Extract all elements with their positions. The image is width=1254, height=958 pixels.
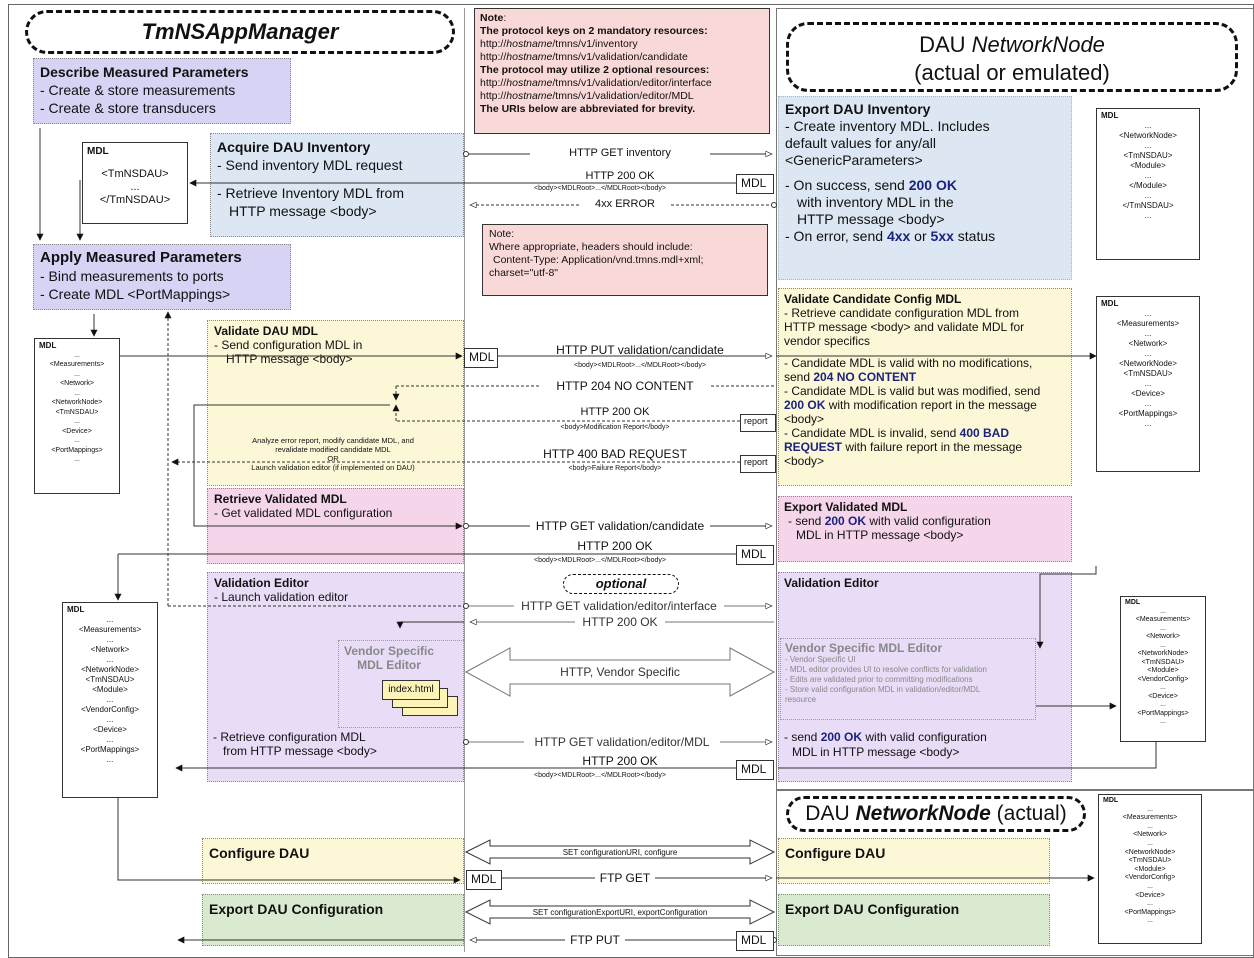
configure-dau-right: Configure DAU bbox=[778, 838, 1050, 884]
msg-200-ok-modification-body: <body>Modification Report</body> bbox=[560, 424, 670, 431]
msg-200-ok-interface: HTTP 200 OK bbox=[575, 615, 665, 629]
msg-400-bad-request: HTTP 400 BAD REQUEST bbox=[543, 447, 687, 461]
arrow-set-export-uri bbox=[464, 899, 776, 925]
retrieve-config-mdl-text: - Retrieve configuration MDL from HTTP m… bbox=[213, 730, 377, 758]
msg-204-no-content: HTTP 204 NO CONTENT bbox=[540, 379, 710, 393]
validation-editor-right: Validation Editor bbox=[778, 572, 1072, 782]
right-lane-title: DAU NetworkNode (actual or emulated) bbox=[786, 22, 1238, 92]
msg-ftp-get: FTP GET bbox=[595, 871, 655, 885]
msg-400-bad-request-body: <body>Failure Report</body> bbox=[568, 465, 662, 472]
mdl-chip-validated: MDL bbox=[736, 545, 774, 565]
mdl-chip-candidate: MDL bbox=[464, 348, 498, 368]
mdl-chip-editor: MDL bbox=[736, 760, 774, 780]
index-html-file[interactable]: index.html bbox=[382, 680, 440, 700]
msg-200-ok-editor-mdl: HTTP 200 OK bbox=[582, 754, 658, 768]
mdl-chip-ftp-get: MDL bbox=[466, 870, 502, 890]
msg-200-ok-validated: HTTP 200 OK bbox=[577, 539, 653, 553]
report-chip-modification: report bbox=[740, 414, 776, 432]
note-url-inventory: http://hostname/tmns/v1/inventory bbox=[480, 38, 638, 50]
mdl-doc-editor-right: MDL ... <Measurements> ... <Network> ...… bbox=[1120, 596, 1206, 742]
mdl-doc-configure-right: MDL ... <Measurements> ... <Network> ...… bbox=[1098, 794, 1202, 944]
report-chip-failure: report bbox=[740, 455, 776, 473]
msg-set-export-uri: SET configurationExportURI, exportConfig… bbox=[532, 908, 708, 917]
note-resources: Note: The protocol keys on 2 mandatory r… bbox=[474, 8, 770, 134]
note-url-interface: http://hostname/tmns/v1/validation/edito… bbox=[480, 77, 712, 89]
left-lane-title: TmNSAppManager bbox=[25, 10, 455, 54]
right-lane2-title: DAU NetworkNode (actual) bbox=[786, 796, 1086, 832]
msg-get-editor-mdl: HTTP GET validation/editor/MDL bbox=[524, 735, 720, 749]
mdl-doc-inventory-left: MDL <TmNSDAU> ... </TmNSDAU> bbox=[82, 142, 188, 224]
mdl-chip-ftp-put: MDL bbox=[736, 931, 774, 951]
index-html-doc-stack: index.html bbox=[380, 678, 460, 722]
msg-put-candidate: HTTP PUT validation/candidate bbox=[556, 343, 724, 357]
msg-200-ok-inventory-body: <body><MDLRoot>...</MDLRoot></body> bbox=[534, 185, 666, 192]
right-lane-title-line1: DAU NetworkNode bbox=[919, 32, 1105, 57]
export-validated-mdl: Export Validated MDL - send 200 OK with … bbox=[778, 496, 1072, 562]
msg-set-configuration-uri: SET configurationURI, configure bbox=[562, 848, 678, 857]
msg-put-candidate-body: <body><MDLRoot>...</MDLRoot></body> bbox=[574, 362, 706, 369]
msg-ftp-put: FTP PUT bbox=[565, 933, 625, 947]
left-lane-title-text: TmNSAppManager bbox=[141, 19, 339, 44]
msg-http-vendor-specific: HTTP, Vendor Specific bbox=[560, 665, 680, 679]
validate-dau-analyze-text: Analyze error report, modify candidate M… bbox=[251, 436, 415, 472]
describe-measured-parameters: Describe Measured Parameters - Create & … bbox=[33, 58, 291, 124]
msg-get-editor-interface: HTTP GET validation/editor/interface bbox=[514, 599, 724, 613]
validate-candidate-config-mdl: Validate Candidate Config MDL - Retrieve… bbox=[778, 288, 1072, 486]
msg-4xx-error: 4xx ERROR bbox=[580, 198, 670, 210]
acquire-dau-inventory: Acquire DAU Inventory - Send inventory M… bbox=[210, 133, 464, 237]
note-url-editor-mdl: http://hostname/tmns/v1/validation/edito… bbox=[480, 90, 694, 102]
validation-editor-right-send: - send 200 OK with valid configuration M… bbox=[784, 730, 987, 759]
right-lane-title-line2: (actual or emulated) bbox=[914, 60, 1110, 85]
msg-200-ok-modification: HTTP 200 OK bbox=[580, 406, 650, 418]
mdl-doc-validated-left: MDL ... <Measurements> ... <Network> ...… bbox=[62, 602, 158, 798]
vendor-specific-editor-right: Vendor Specific MDL Editor - Vendor Spec… bbox=[780, 638, 1036, 720]
export-dau-configuration-left: Export DAU Configuration bbox=[202, 894, 464, 946]
export-dau-configuration-right: Export DAU Configuration bbox=[778, 894, 1050, 946]
mdl-doc-inventory-right: MDL ... <NetworkNode> ... <TmNSDAU> <Mod… bbox=[1096, 108, 1200, 260]
left-lifeline bbox=[464, 8, 465, 952]
arrow-http-vendor-specific bbox=[464, 647, 776, 697]
arrow-set-configuration-uri bbox=[464, 839, 776, 865]
optional-label: optional bbox=[563, 574, 679, 594]
msg-200-ok-inventory: HTTP 200 OK bbox=[585, 170, 655, 182]
validate-dau-mdl: Validate DAU MDL - Send configuration MD… bbox=[207, 320, 464, 486]
msg-get-candidate: HTTP GET validation/candidate bbox=[530, 519, 710, 533]
note-headers: Note: Where appropriate, headers should … bbox=[482, 224, 768, 296]
mdl-doc-applied-left: MDL ... <Measurements> ... <Network> ...… bbox=[34, 338, 120, 494]
mdl-chip-inventory: MDL bbox=[736, 174, 774, 194]
validation-editor-left: Validation Editor - Launch validation ed… bbox=[207, 572, 464, 782]
vendor-specific-editor-left bbox=[338, 640, 464, 728]
apply-measured-parameters: Apply Measured Parameters - Bind measure… bbox=[33, 244, 291, 310]
vendor-specific-editor-left-title: Vendor Specific MDL Editor bbox=[344, 644, 435, 672]
export-dau-inventory: Export DAU Inventory - Create inventory … bbox=[778, 96, 1072, 280]
mdl-doc-candidate-right: MDL ... <Measurements> ... <Network> ...… bbox=[1096, 296, 1200, 472]
msg-200-ok-validated-body: <body><MDLRoot>...</MDLRoot></body> bbox=[534, 557, 666, 564]
configure-dau-left: Configure DAU bbox=[202, 838, 464, 884]
msg-get-inventory: HTTP GET inventory bbox=[530, 147, 710, 159]
note-url-candidate: http://hostname/tmns/v1/validation/candi… bbox=[480, 51, 688, 63]
msg-200-ok-editor-mdl-body: <body><MDLRoot>...</MDLRoot></body> bbox=[534, 772, 666, 779]
